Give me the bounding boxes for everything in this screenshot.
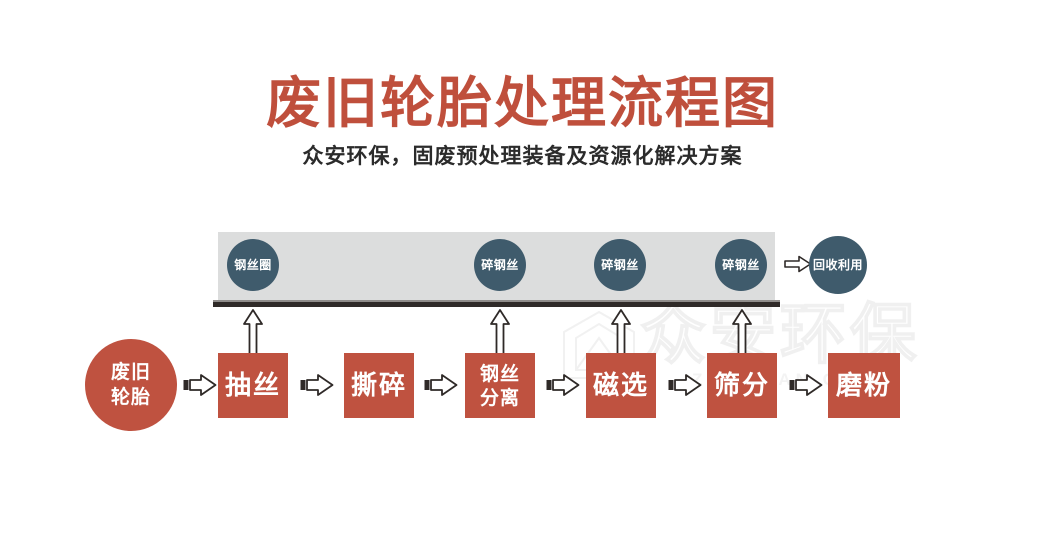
page-subtitle: 众安环保，固废预处理装备及资源化解决方案 [302,143,743,168]
start-node-waste-tire[interactable]: 废旧 轮胎 [85,339,177,431]
start-node-line2: 轮胎 [110,386,151,408]
process-box-1[interactable]: 抽丝 [218,353,288,418]
band-rule-highlight [213,300,780,302]
band-rule [213,302,780,307]
process-box-3-line1: 钢丝 [479,362,520,385]
arrow-to-recycle-icon [784,255,812,273]
arrow-right-icon-0 [183,374,217,396]
process-box-3-line2: 分离 [479,386,520,409]
process-box-5[interactable]: 筛分 [707,353,777,418]
arrow-up-icon-3 [611,309,631,359]
byproduct-circle-4[interactable]: 碎钢丝 [715,239,767,291]
arrow-right-icon-3 [546,374,580,396]
process-box-3[interactable]: 钢丝 分离 [465,353,535,418]
process-box-6[interactable]: 磨粉 [828,353,900,418]
arrow-right-icon-2 [424,374,458,396]
process-box-2[interactable]: 撕碎 [344,353,414,418]
page-title: 废旧轮胎处理流程图 [265,71,779,135]
arrow-up-icon-4 [732,309,752,359]
byproduct-circle-3[interactable]: 碎钢丝 [594,239,646,291]
arrow-right-icon-1 [300,374,334,396]
arrow-right-icon-4 [668,374,702,396]
byproduct-circle-2[interactable]: 碎钢丝 [474,239,526,291]
process-box-4[interactable]: 磁选 [586,353,656,418]
arrow-up-icon-2 [490,309,510,359]
terminal-circle-recycle[interactable]: 回收利用 [809,236,867,294]
byproduct-circle-1[interactable]: 钢丝圈 [227,239,279,291]
start-node-line1: 废旧 [110,361,151,383]
arrow-right-icon-5 [789,374,823,396]
arrow-up-icon-1 [243,309,263,359]
